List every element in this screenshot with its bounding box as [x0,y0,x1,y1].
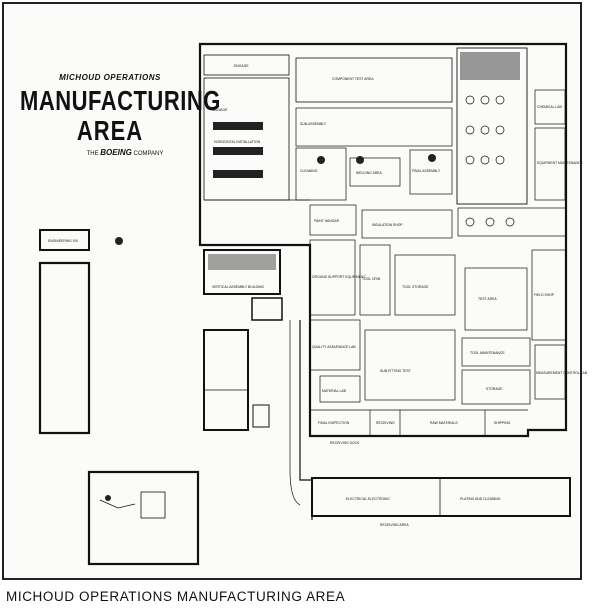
label-vertical-assembly: VERTICAL ASSEMBLY BUILDING [212,285,264,289]
small-structure [252,404,270,428]
label-tool-storage: TOOL STORAGE [402,285,429,289]
label-test-area: TEST AREA [478,297,497,301]
map-title-line2: AREA [76,114,144,146]
block-ground-support [309,239,356,316]
block-sub-assembly [295,107,453,147]
block-tool-storage [394,254,456,316]
block-tool-crib [359,244,391,316]
main-building-outline [198,42,568,438]
label-shipping: SHIPPING [494,421,511,425]
fixture-dot [105,495,111,501]
boeing-logo-text: BOEING [100,148,132,157]
block-engage [203,54,290,76]
access-road [289,320,301,506]
tooling-symbols [465,95,505,165]
block-component-test [295,57,453,103]
byline-suffix: COMPANY [133,151,164,157]
block-sub-fitting [364,329,456,401]
building-electrical-electronic [311,477,571,517]
byline-prefix: THE [86,151,99,157]
block-vertical-assembly [456,47,528,205]
block-chemical-lab [534,89,566,125]
label-electrical-electronic: ELECTRICAL-ELECTRONIC [346,497,390,501]
block-cleaning [295,147,347,201]
shaded-cell [208,254,276,270]
label-welding: WELDING AREA [356,171,383,175]
block-quality-lab [309,319,361,371]
fixture-dot [317,156,325,164]
shaded-cell [460,52,520,80]
fixture-bar-3 [213,170,263,178]
fixture-bar-1 [213,122,263,130]
label-final-assembly: FINAL ASSEMBLY [412,169,441,173]
figure-caption: MICHOUD OPERATIONS MANUFACTURING AREA [6,589,346,604]
block-final-assembly [409,149,453,195]
block-salvage-area [203,77,290,201]
block-field-shop [531,249,567,341]
company-byline: THE BOEING COMPANY [50,148,200,157]
subtitle-eyebrow: MICHOUD OPERATIONS [59,73,161,82]
fixture-bar-2 [213,147,263,155]
building-test-complex [87,470,200,566]
label-ground-support: GROUND SUPPORT EQUIPMENT [312,275,365,279]
building-vertical-assembly [203,249,281,295]
label-field-shop: FIELD SHOP [534,293,555,297]
label-paint-hangar: PAINT HANGAR [314,219,340,223]
block-paint-hangar [309,204,357,236]
building-long-west [38,261,91,435]
test-stand-path [99,499,136,509]
test-stand-box [140,491,166,519]
label-material-lab: MATERIAL LAB [322,389,347,393]
block-tool-maint [461,337,531,367]
label-horizontal-install: HORIZONTAL INSTALLATION [214,140,261,144]
label-final-inspection: FINAL INSPECTION [318,421,350,425]
fixture-dot [428,154,436,162]
map-frame [2,2,582,580]
block-storage [461,369,531,405]
label-tool-crib: TOOL CRIB [362,277,381,281]
label-receiving-dock: RECEIVING DOCK [330,441,360,445]
building-small-west [39,229,90,251]
floor-plan-map: ENGAGE COMPONENT TEST AREA SALVAGE HORIZ… [38,42,588,566]
fixture-dot [485,217,495,227]
label-equipment-maint: EQUIPMENT MAINTENANCE [537,161,583,165]
building-annex [251,297,283,321]
label-cleaning: CLEANING [300,169,318,173]
label-salvage: SALVAGE [212,108,228,112]
label-receiving-area: RECEIVING AREA [380,523,409,527]
block-insulation [361,209,453,239]
label-engage: ENGAGE [234,64,249,68]
block-weld [349,157,401,187]
fixture-dot [115,237,123,245]
label-storage: STORAGE [486,387,503,391]
label-insulation: INSULATION SHOP [372,223,403,227]
building-electrical [203,329,249,431]
fixture-dot [505,217,515,227]
label-tool-maint: TOOL MAINTENANCE [470,351,505,355]
label-component-test: COMPONENT TEST AREA [332,77,374,81]
label-raw-materials: RAW MATERIALS [430,421,458,425]
fixture-dot [356,156,364,164]
label-quality-lab: QUALITY ASSURANCE LAB [312,345,356,349]
block-material-lab [319,375,361,403]
label-receiving: RECEIVING [376,421,395,425]
label-engineering-office: ENGINEERING SIX [48,239,79,243]
label-chemical-lab: CHEMICAL LAB [537,105,562,109]
fixture-dot [465,217,475,227]
label-measurement: MEASUREMENT CONTROL LAB [536,371,588,375]
label-plating-cleaning: PLATING AND CLEANING [460,497,501,501]
label-sub-assembly: SUB-ASSEMBLY [300,122,327,126]
map-title-line1: MANUFACTURING [20,84,221,116]
label-sub-fitting: SUB-FITTING TEST [380,369,411,373]
block-test-area [464,267,528,331]
block-equipment-maint [534,127,566,201]
block-tool-rooms [457,207,567,237]
block-measurement [534,344,566,400]
